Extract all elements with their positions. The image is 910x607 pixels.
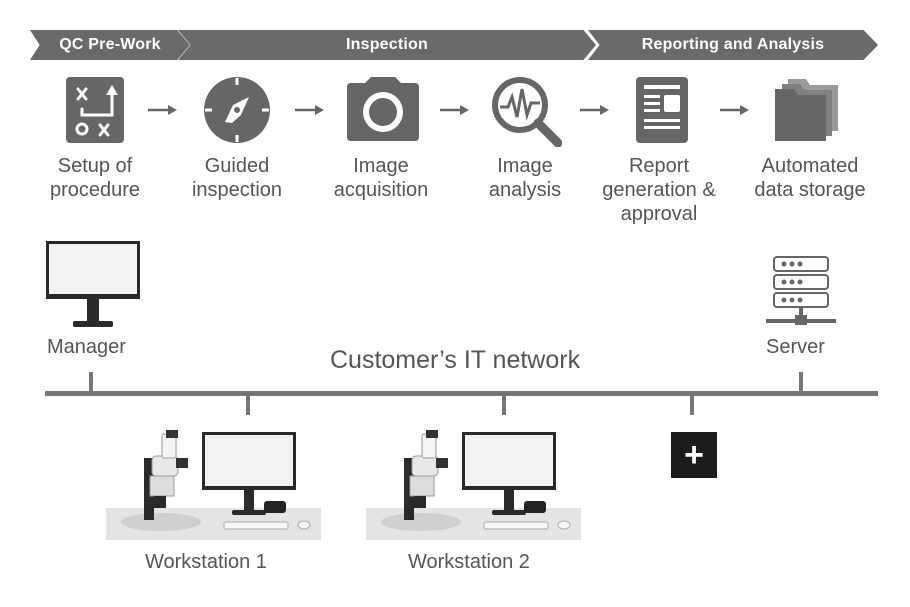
workstation-1-label: Workstation 1 (145, 551, 267, 573)
network-connector (502, 395, 506, 415)
stage-label: Reporting and Analysis (641, 36, 825, 53)
arrow-right-icon (295, 103, 325, 115)
arrow-right-icon (720, 103, 750, 115)
stage-banner-reporting: Reporting and Analysis (588, 30, 878, 60)
magnifier-analysis-icon (490, 75, 563, 148)
workstation-1-image (106, 430, 321, 540)
arrow-right-icon (148, 103, 178, 115)
step-label-guided-inspection: Guided inspection (191, 155, 283, 201)
compass-icon (202, 75, 272, 145)
report-document-icon (634, 75, 704, 145)
server-label: Server (766, 336, 825, 358)
monitor-icon (45, 240, 141, 330)
network-label: Customer’s IT network (330, 346, 581, 374)
stage-banner-qc-prework: QC Pre-Work (30, 30, 190, 60)
workstation-2-label: Workstation 2 (408, 551, 530, 573)
network-connector (89, 372, 93, 392)
step-label-image-acquisition: Image acquisition (333, 155, 429, 201)
add-device-icon: + (671, 432, 717, 478)
network-connector (690, 395, 694, 415)
step-label-data-storage: Automated data storage (754, 155, 866, 201)
procedure-setup-icon (64, 75, 134, 145)
step-label-report: Report generation & approval (602, 155, 716, 225)
stage-banner-inspection: Inspection (178, 30, 596, 60)
step-label-image-analysis: Image analysis (488, 155, 562, 201)
arrow-right-icon (580, 103, 610, 115)
server-icon (764, 255, 836, 331)
network-connector (246, 395, 250, 415)
camera-icon (345, 75, 419, 145)
plus-symbol: + (684, 435, 704, 474)
network-bus-line (45, 391, 878, 396)
network-connector (799, 372, 803, 392)
stage-label: Inspection (345, 36, 428, 53)
step-label-setup: Setup of procedure (49, 155, 141, 201)
workstation-2-image (366, 430, 581, 540)
folders-icon (772, 75, 842, 145)
stage-label: QC Pre-Work (59, 36, 161, 53)
manager-label: Manager (47, 336, 126, 358)
arrow-right-icon (440, 103, 470, 115)
